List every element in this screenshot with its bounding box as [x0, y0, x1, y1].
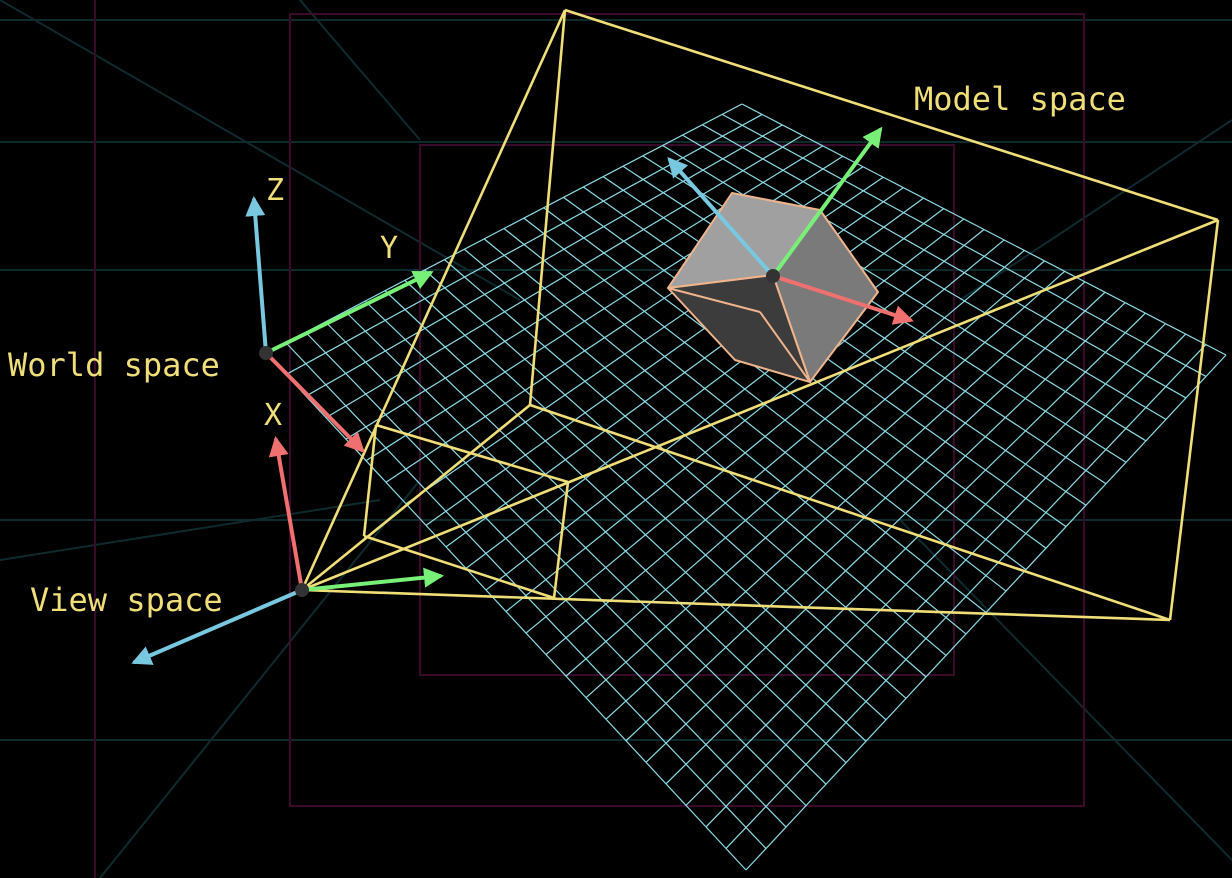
- grid-line: [665, 312, 1146, 785]
- view-space-axes: [131, 436, 444, 665]
- model-space-axes: [667, 126, 914, 325]
- frustum-near-edge: [362, 424, 378, 537]
- frustum-far-edge: [1168, 219, 1220, 621]
- grid-line: [622, 165, 1107, 485]
- axis-y-label: Y: [380, 231, 398, 266]
- grid-line: [645, 302, 1126, 763]
- view-y-axis: [300, 567, 444, 592]
- world-space-label: World space: [8, 346, 220, 384]
- frustum-side-edge: [301, 588, 1171, 622]
- world-origin: [259, 346, 273, 360]
- view-z-axis: [131, 588, 304, 665]
- model-y-axis: [771, 126, 883, 278]
- frustum-far-edge: [564, 8, 1219, 222]
- frustum-side-edge: [300, 9, 567, 591]
- model-origin: [766, 269, 780, 283]
- grid-line: [741, 103, 1227, 356]
- grid-line: [685, 323, 1166, 806]
- ground-grid: [265, 103, 1227, 871]
- frustum-near-edge: [552, 481, 570, 599]
- labels: World space Model space View space Z Y X: [8, 80, 1126, 619]
- frustum-far-edge: [528, 9, 567, 406]
- world-space-axes: [245, 196, 434, 453]
- axis-z-label: Z: [266, 173, 284, 208]
- grid-line: [705, 333, 1187, 828]
- grid-line: [702, 124, 1187, 399]
- grid-line: [602, 176, 1087, 506]
- axis-x-label: X: [264, 398, 282, 433]
- view-origin: [295, 583, 309, 597]
- frustum-far-edge: [529, 403, 1171, 622]
- view-space-label: View space: [30, 581, 223, 619]
- view-x-axis: [268, 436, 304, 592]
- world-z-axis: [245, 196, 268, 355]
- frustum-side-edge: [301, 218, 1219, 592]
- model-space-label: Model space: [914, 80, 1126, 118]
- grid-line: [721, 113, 1207, 377]
- frustum-side-edge: [301, 403, 531, 592]
- world-y-axis: [264, 271, 434, 355]
- frustum-near-edge: [363, 534, 555, 600]
- world-x-axis: [264, 351, 365, 453]
- model-x-axis: [771, 274, 914, 325]
- grid-line: [725, 344, 1207, 849]
- grid-line: [682, 134, 1167, 420]
- model-z-axis: [667, 157, 775, 278]
- view-frustum: [300, 8, 1220, 622]
